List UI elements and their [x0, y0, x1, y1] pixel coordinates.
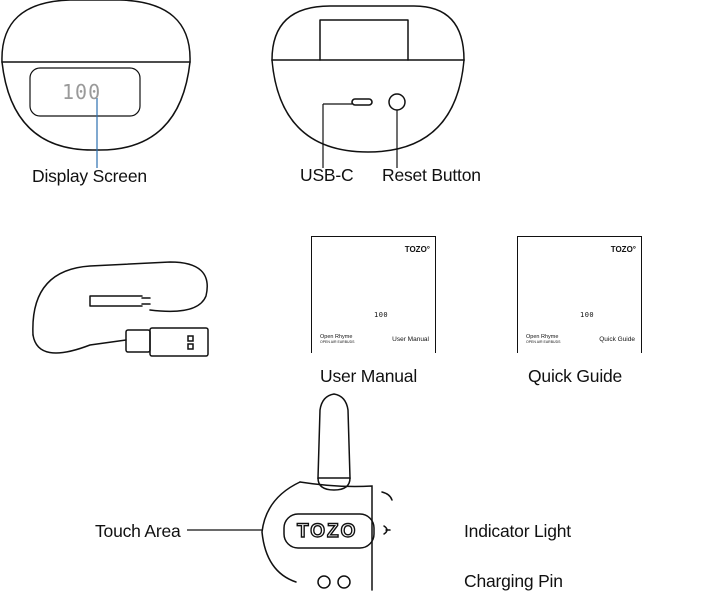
manual-subtitle: OPEN AIR EARBUDS	[320, 340, 355, 344]
earbud-illustration	[261, 393, 393, 591]
reset-button-label: Reset Button	[382, 165, 481, 185]
touch-area-label: Touch Area	[95, 521, 181, 541]
guide-model: Open Rhyme	[526, 334, 559, 340]
quick-guide-label: Quick Guide	[528, 366, 623, 386]
guide-title: Quick Guide	[599, 336, 635, 343]
manual-lcd: 100	[374, 311, 389, 319]
guide-lcd: 100	[580, 311, 595, 319]
quick-guide-booklet: TOZO° 100 Open Rhyme OPEN AIR EARBUDS Qu…	[517, 236, 642, 353]
usb-cable-illustration	[32, 261, 209, 357]
guide-subtitle: OPEN AIR EARBUDS	[526, 340, 561, 344]
charging-pin-label: Charging Pin	[464, 571, 563, 591]
user-manual-label: User Manual	[320, 366, 418, 386]
charging-case-back-illustration	[271, 5, 465, 153]
manual-title: User Manual	[392, 336, 429, 343]
display-screen-label: Display Screen	[32, 166, 147, 186]
indicator-light-label: Indicator Light	[464, 521, 571, 541]
charging-case-front-illustration	[1, 0, 191, 151]
user-manual-booklet: TOZO° 100 Open Rhyme OPEN AIR EARBUDS Us…	[311, 236, 436, 353]
case-lcd-readout: 100	[62, 80, 102, 104]
usb-c-label: USB-C	[300, 165, 354, 185]
earbud-tozo-logo: TOZO	[296, 521, 358, 542]
manual-brand: TOZO°	[404, 245, 430, 254]
manual-model: Open Rhyme	[320, 334, 353, 340]
guide-brand: TOZO°	[610, 245, 636, 254]
